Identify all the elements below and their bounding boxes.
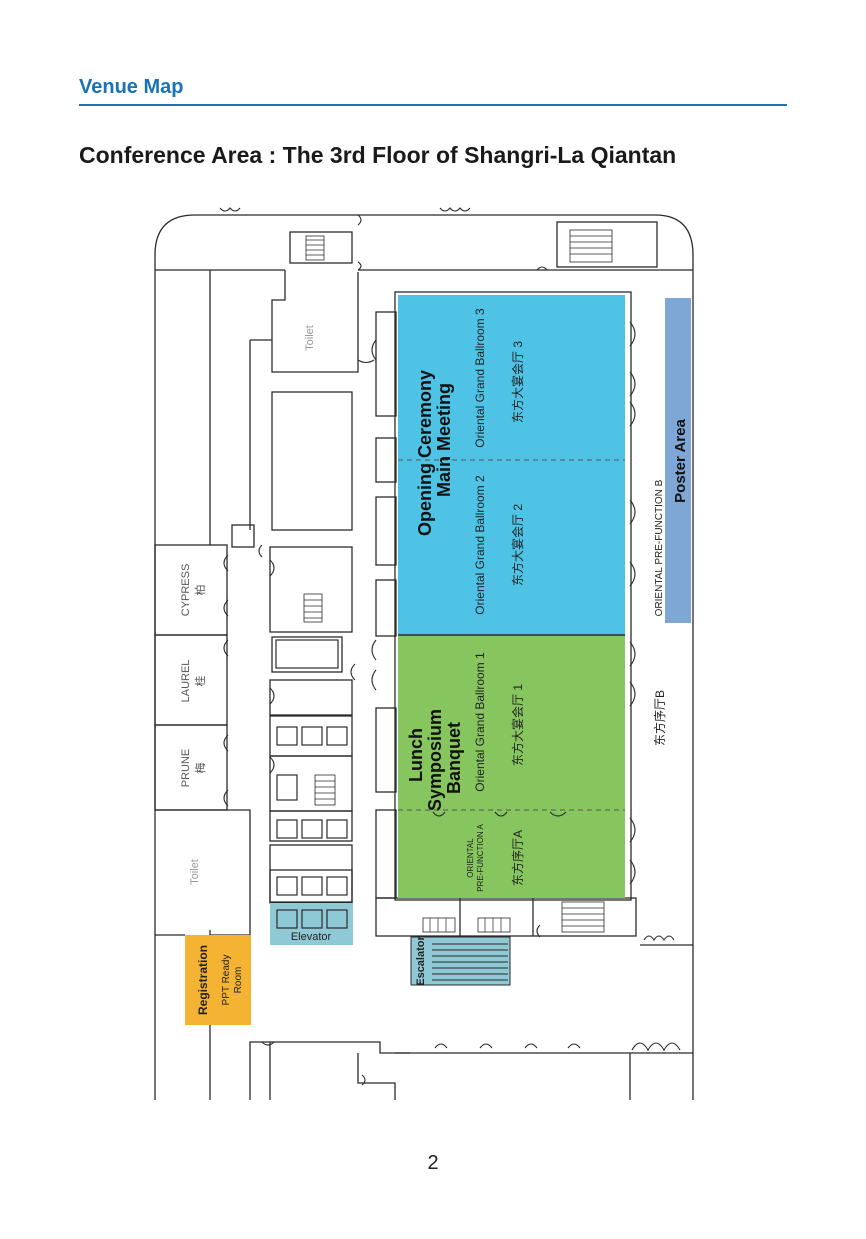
page-title: Conference Area : The 3rd Floor of Shang… [79, 142, 677, 168]
page-number: 2 [427, 1152, 439, 1174]
ballroom-2-cn-label: 东方大宴会厅 2 [510, 504, 525, 586]
poster-area-label: Poster Area [672, 419, 689, 503]
stair-lines [304, 235, 612, 932]
room-prune-cn-label: 梅 [193, 763, 207, 774]
lunch-label: Lunch [406, 728, 426, 782]
room-prune-label: PRUNE [180, 749, 192, 788]
banquet-label: Banquet [444, 722, 464, 794]
prefunction-a-area [398, 810, 625, 898]
elevator-label: Elevator [291, 931, 332, 943]
prefunction-a-label-2: PRE-FUNCTION A [476, 824, 485, 892]
prefunction-a-label: ORIENTAL [466, 838, 475, 878]
registration-zone [185, 935, 251, 1025]
escalator-treads [432, 943, 508, 981]
registration-label: Registration [196, 945, 210, 1015]
symposium-label: Symposium [425, 709, 445, 811]
ppt-ready-room-label: PPT Ready [221, 955, 232, 1006]
ballroom-3-2-area [398, 295, 625, 635]
ballroom-1-area [398, 635, 625, 810]
opening-ceremony-label: Opening Ceremony [415, 370, 435, 536]
ballroom-1-cn-label: 东方大宴会厅 1 [510, 684, 525, 766]
ballroom-3-label: Oriental Grand Ballroom 3 [473, 308, 487, 448]
prefunction-b-cn-label: 东方序厅B [652, 690, 667, 746]
elevator-cars [275, 639, 348, 929]
main-meeting-label: Main Meeting [434, 383, 454, 497]
section-title: Venue Map [79, 76, 184, 98]
prefunction-b-label: ORIENTAL PRE-FUNCTION B [654, 479, 665, 616]
poster-area-zone [665, 298, 691, 623]
header-rule [79, 104, 787, 106]
ppt-ready-room-label-2: Room [233, 967, 244, 994]
escalator-zone [410, 936, 511, 986]
room-cypress-cn-label: 柏 [193, 585, 207, 596]
stair-blocks [303, 229, 613, 933]
door-marks [219, 207, 681, 1086]
ballroom-2-label: Oriental Grand Ballroom 2 [473, 475, 487, 615]
room-laurel-cn-label: 桂 [193, 676, 207, 687]
door-marks [432, 811, 567, 817]
toilet-label-top: Toilet [304, 325, 316, 351]
room-laurel-label: LAUREL [180, 660, 192, 703]
escalator-label: Escalator [415, 936, 427, 986]
prefunction-a-cn-label: 东方序厅A [510, 830, 525, 886]
ballroom-1-label: Oriental Grand Ballroom 1 [473, 652, 487, 792]
toilet-label-left: Toilet [189, 859, 201, 885]
room-cypress-label: CYPRESS [180, 564, 192, 617]
ballroom-3-cn-label: 东方大宴会厅 3 [510, 341, 525, 423]
